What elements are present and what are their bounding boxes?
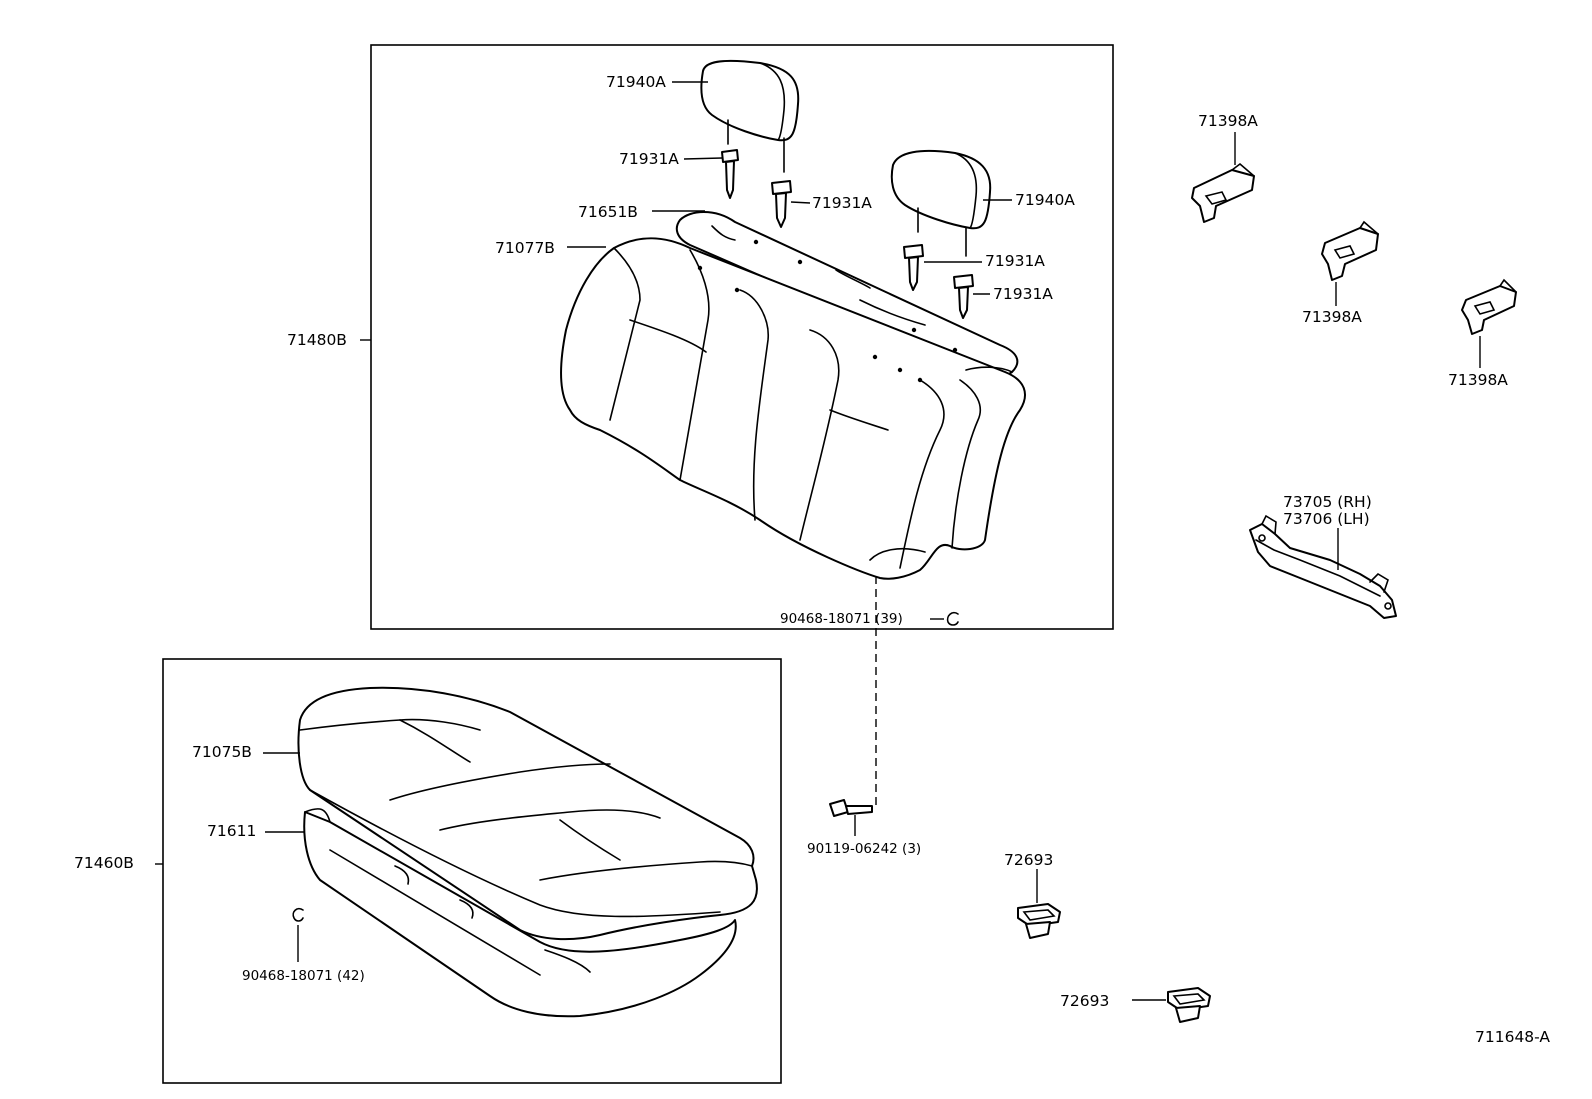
seat-back-cover[interactable] [560,237,1026,580]
hog-ring-points [697,239,958,383]
support-3[interactable] [903,244,924,291]
seat-lock-bracket[interactable] [1249,514,1397,619]
label-seat-cushion-hog-ring: 90468-18071 (42) [242,968,365,984]
label-lock-lh: 73706 (LH) [1283,510,1370,528]
label-lock-rh: 73705 (RH) [1283,493,1372,511]
retainer-1[interactable] [1017,903,1061,939]
label-seat-cushion-assembly: 71460B [74,854,134,872]
hook-2[interactable] [1321,220,1379,281]
support-2[interactable] [771,180,792,228]
label-support-4: 71931A [993,285,1053,303]
seat-back-frame [370,44,1114,630]
label-retainer-2: 72693 [1060,992,1109,1010]
label-support-1: 71931A [619,150,679,168]
bolt-part[interactable] [829,799,873,817]
label-headrest-left: 71940A [606,73,666,91]
label-headrest-right: 71940A [1015,191,1075,209]
hog-ring-icon [946,611,959,626]
support-1[interactable] [721,149,739,199]
label-hook-3: 71398A [1448,371,1508,389]
label-support-3: 71931A [985,252,1045,270]
headrest-right[interactable] [890,150,992,257]
label-seat-back-assembly: 71480B [287,331,347,349]
hook-3[interactable] [1461,278,1517,335]
label-hook-1: 71398A [1198,112,1258,130]
label-seat-back-pad: 71651B [578,203,638,221]
label-seat-back-hog-ring: 90468-18071 (39) [780,611,903,627]
seat-cushion-frame [162,658,782,1084]
hook-1[interactable] [1191,162,1255,223]
seat-back-pad[interactable] [675,211,1019,381]
label-seat-cushion-pad: 71611 [207,822,256,840]
support-4[interactable] [953,274,974,319]
headrest-left[interactable] [700,59,800,173]
label-seat-cushion-cover: 71075B [192,743,252,761]
label-hook-2: 71398A [1302,308,1362,326]
drawing-number: 711648-A [1475,1028,1550,1046]
label-bolt: 90119-06242 (3) [807,841,921,857]
retainer-2[interactable] [1167,987,1211,1023]
seat-cushion-pad[interactable] [303,808,737,1018]
label-seat-back-cover: 71077B [495,239,555,257]
label-support-2: 71931A [812,194,872,212]
hog-ring-cushion-icon [292,907,304,922]
label-retainer-1: 72693 [1004,851,1053,869]
seat-cushion-cover[interactable] [297,686,758,941]
